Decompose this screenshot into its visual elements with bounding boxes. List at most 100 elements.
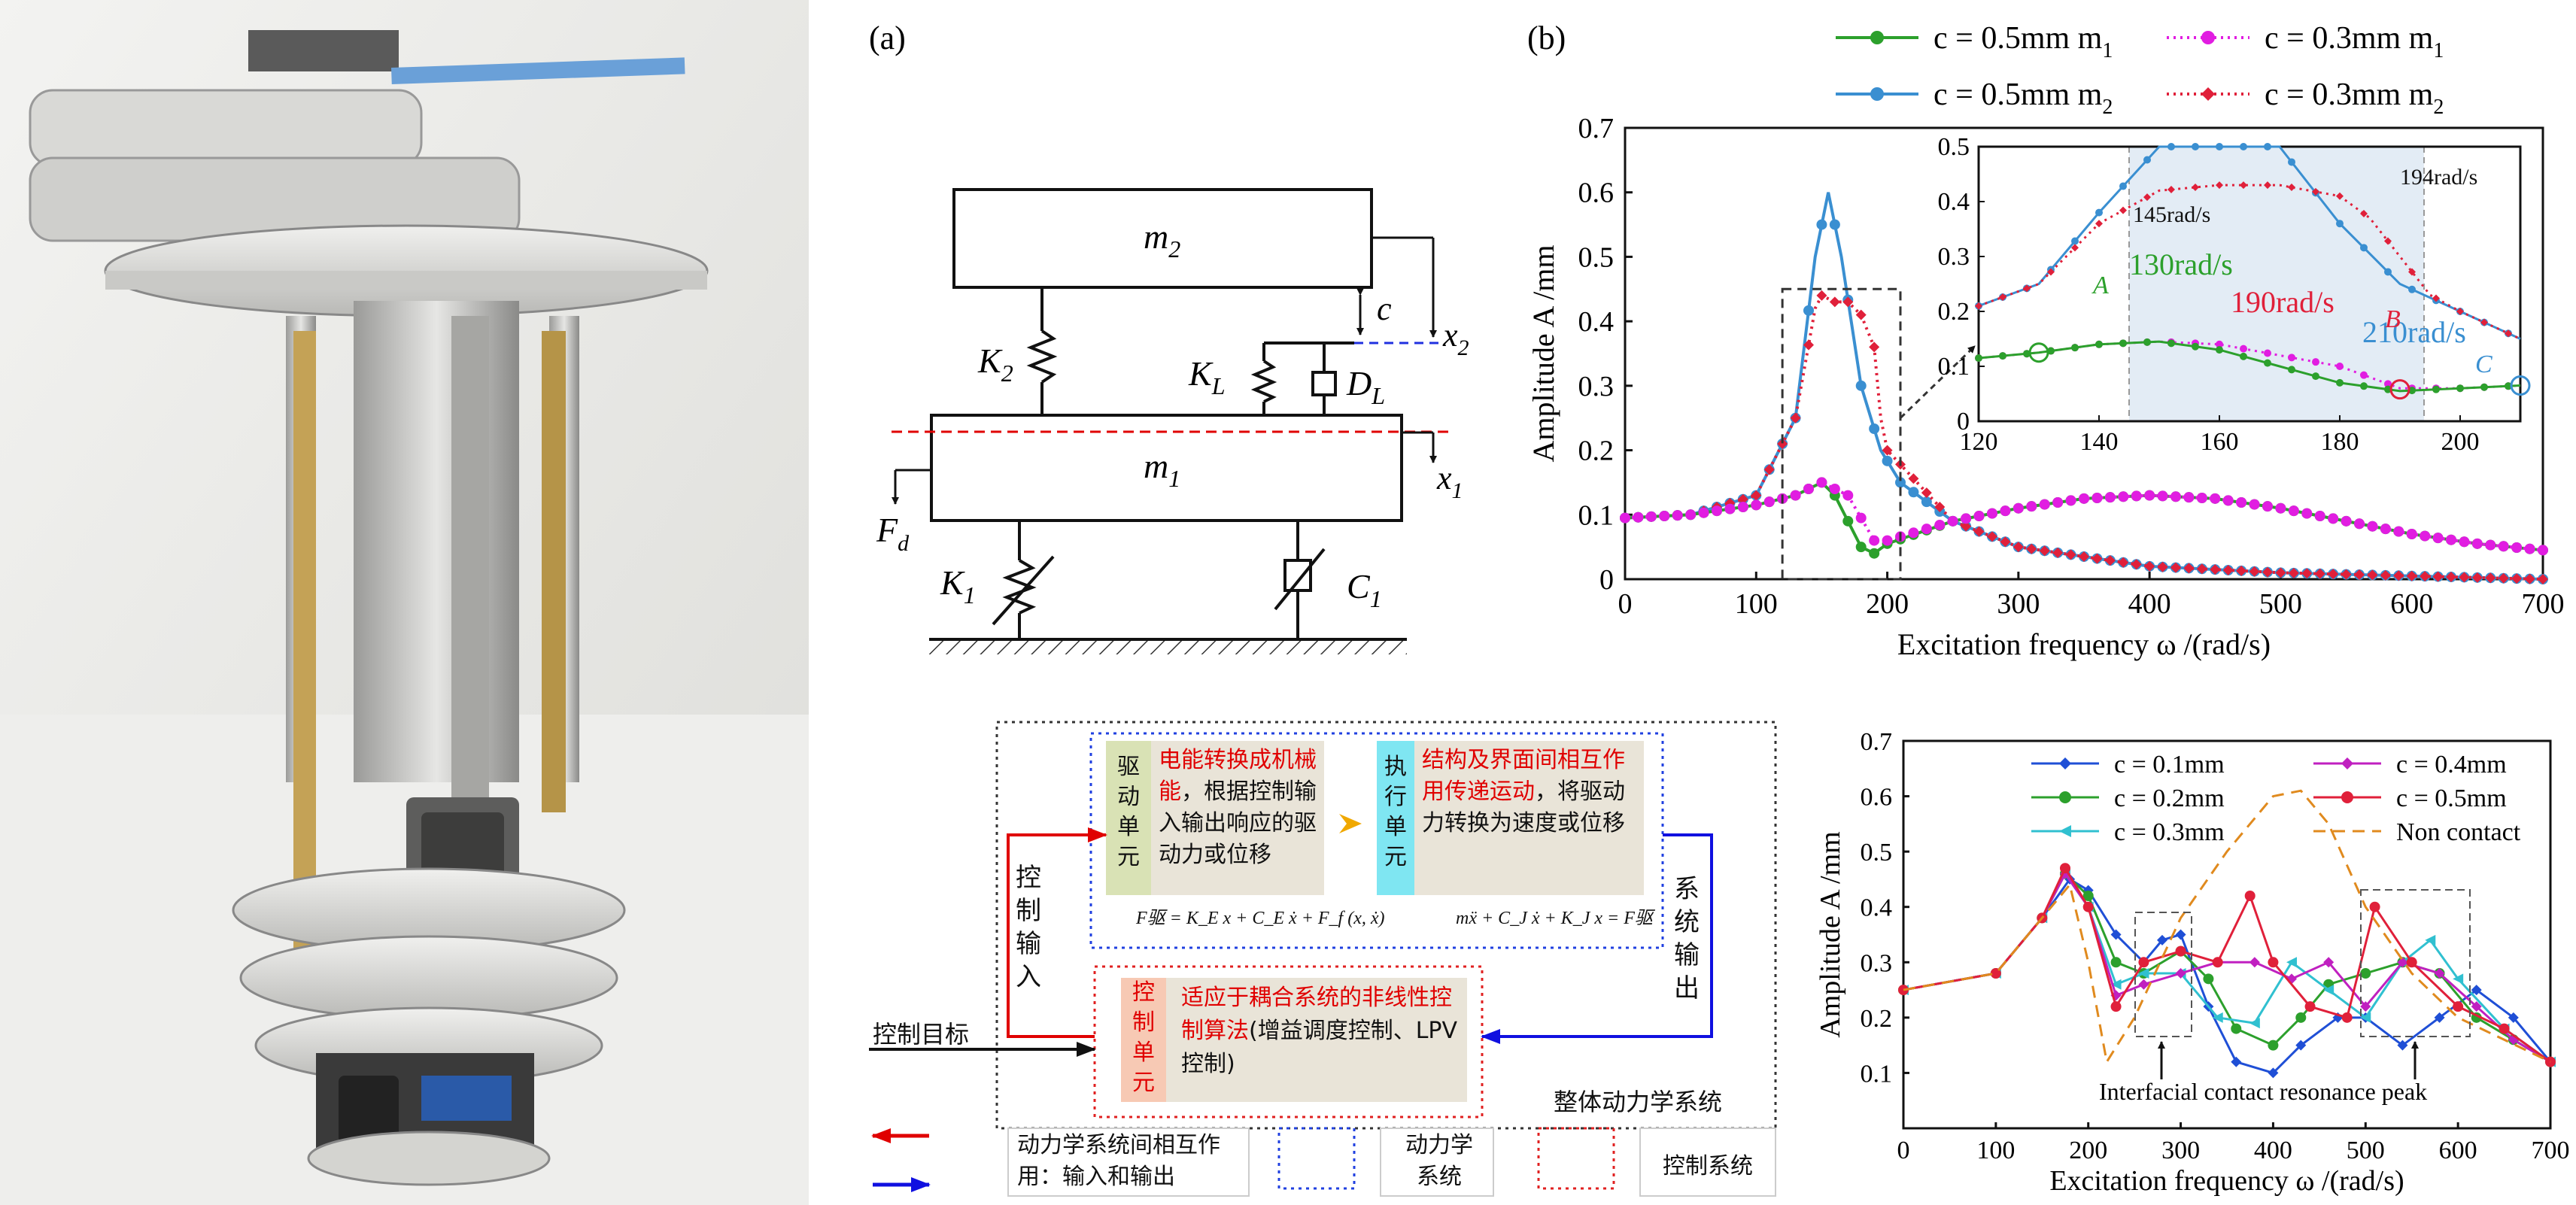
m1-label: m1 xyxy=(1144,447,1180,492)
exec-unit-text-black: ，将驱动力转换为速度或位移 xyxy=(1422,779,1625,836)
c-point xyxy=(2249,1018,2260,1029)
inset-point xyxy=(2456,308,2464,315)
legend-arrows-text: 动力学系统间相互作用：输入和输出 xyxy=(1017,1132,1220,1190)
b-point xyxy=(2210,564,2221,575)
chart-c-ylabel: Amplitude A /mm xyxy=(1815,831,1846,1037)
inset-ann-194: 194rad/s xyxy=(2400,165,2477,190)
b-point xyxy=(2131,559,2142,570)
b-legend-marker xyxy=(1870,87,1884,101)
inset-point xyxy=(2240,143,2247,150)
inset-point xyxy=(1999,352,2006,360)
inset-ytick-label: 0.1 xyxy=(1938,353,1970,381)
inset-point xyxy=(2143,193,2151,202)
inset-point xyxy=(2312,187,2319,196)
inset-point xyxy=(2095,340,2103,348)
c-legend-marker xyxy=(2341,757,2353,769)
b-point xyxy=(2420,530,2431,542)
c-point xyxy=(2434,968,2445,979)
b-ytick-label: 0 xyxy=(1599,564,1614,596)
b-point xyxy=(1869,548,1880,559)
inset-series-line xyxy=(1978,145,2521,340)
b-series-line xyxy=(1624,481,2544,556)
b-point xyxy=(2498,541,2509,552)
b-point xyxy=(2091,553,2103,564)
b-point xyxy=(2249,499,2260,510)
inset-ytick-label: 0 xyxy=(1957,408,1970,436)
ctrl-unit-body xyxy=(1166,978,1467,1102)
b-point xyxy=(1921,496,1932,508)
inset-point xyxy=(2216,143,2223,150)
b-point xyxy=(1987,531,1997,542)
inset-ann-190: 190rad/s xyxy=(2231,285,2334,319)
b-point xyxy=(2222,495,2234,506)
b-point xyxy=(2524,573,2535,584)
chart-c-xlabel: Excitation frequency ω /(rad/s) xyxy=(2049,1165,2404,1197)
c-point xyxy=(2138,968,2149,979)
x1-label: x1 xyxy=(1436,460,1463,503)
c-point xyxy=(2397,957,2408,968)
inset-point xyxy=(2384,268,2392,276)
inset-ann-130: 130rad/s xyxy=(2129,247,2233,281)
b-point xyxy=(2275,502,2286,514)
b-point xyxy=(1882,445,1893,456)
b-legend-text: c = 0.5mm m1 xyxy=(1934,21,2113,62)
c-ytick-label: 0.2 xyxy=(1861,1005,1893,1033)
b-point xyxy=(2222,565,2234,575)
c-ytick-label: 0.3 xyxy=(1861,949,1893,977)
inset-point xyxy=(2336,192,2344,200)
c-legend-marker xyxy=(2059,757,2071,769)
inset-point xyxy=(2336,378,2344,387)
legend-ctrl-box xyxy=(1639,1128,1776,1197)
b-point xyxy=(2328,569,2339,580)
b-point xyxy=(2039,545,2050,557)
c-point xyxy=(1990,968,2001,979)
inset-point xyxy=(2408,387,2416,395)
b-point xyxy=(2354,518,2365,530)
b-point xyxy=(1882,535,1893,546)
b-point xyxy=(1645,511,1657,522)
c-point xyxy=(2138,979,2149,990)
k1-label: K1 xyxy=(940,563,976,609)
robot-photo xyxy=(0,0,809,1205)
b-point xyxy=(2432,533,2444,544)
inset-point-a-ring xyxy=(2028,342,2049,363)
c-ytick-label: 0.1 xyxy=(1861,1060,1893,1088)
drive-unit-body xyxy=(1151,741,1324,895)
b-point xyxy=(2000,536,2011,548)
b-point xyxy=(2538,545,2548,556)
legend-ctrl-text: 控制系统 xyxy=(1663,1153,1753,1179)
c-point xyxy=(2212,1012,2223,1023)
b-point xyxy=(1790,490,1801,501)
b-point xyxy=(2432,571,2444,582)
b-point xyxy=(1816,477,1827,488)
spring-k1 xyxy=(992,521,1055,639)
b-point xyxy=(2288,505,2299,517)
b-point xyxy=(1816,290,1827,301)
c-point xyxy=(2110,957,2122,968)
inset-point xyxy=(2432,294,2440,302)
contact-bracket xyxy=(1250,341,1354,415)
b-point xyxy=(1934,520,1946,530)
inset-point xyxy=(2023,350,2031,358)
b-point xyxy=(2065,549,2076,560)
zoom-arrow xyxy=(1899,345,1976,419)
inset-point xyxy=(2505,329,2512,338)
inset-point xyxy=(2264,359,2271,367)
b-point xyxy=(2104,555,2116,566)
inset-point xyxy=(2408,285,2416,293)
b-point xyxy=(2459,572,2470,583)
c-point xyxy=(2425,934,2436,945)
resonance-box-2 xyxy=(2360,889,2471,1037)
b-point xyxy=(2406,529,2417,539)
b-point xyxy=(2118,557,2129,568)
fd-label: Fd xyxy=(876,511,910,556)
c-point xyxy=(2110,929,2122,940)
b-point xyxy=(2249,566,2260,577)
inset-point xyxy=(2432,385,2440,393)
inset-point-c-label: C xyxy=(2475,351,2492,378)
c-point xyxy=(2231,1056,2242,1067)
b-xtick-label: 0 xyxy=(1618,588,1633,620)
inset-point xyxy=(2167,339,2175,348)
